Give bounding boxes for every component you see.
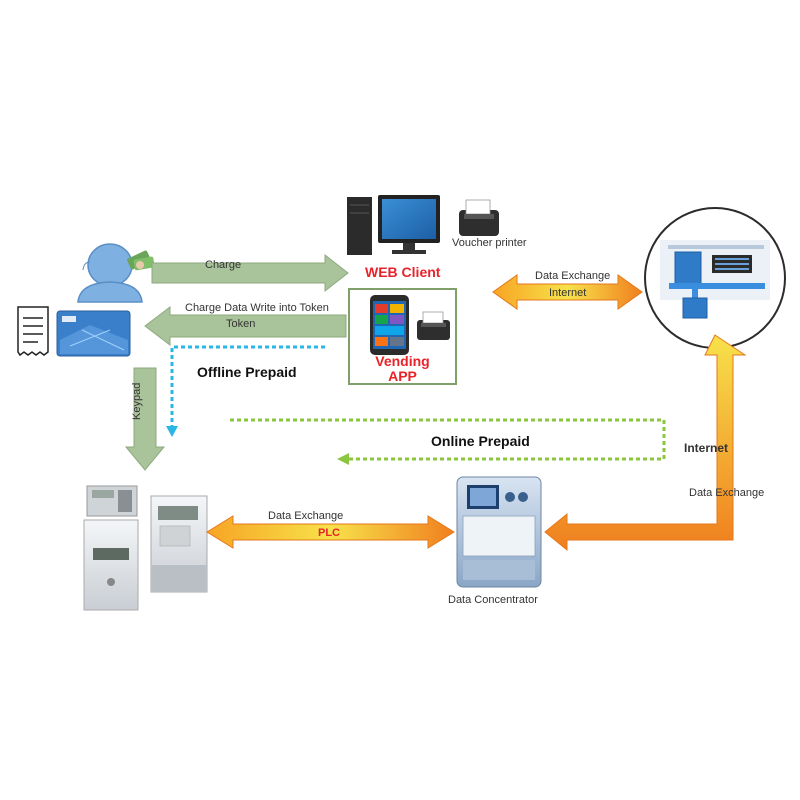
vending-app-label-line1: Vending [375,353,430,369]
data-exchange-top-label: Data Exchange [535,270,611,282]
voucher-printer-label: Voucher printer [452,237,527,249]
vending-app-label-line2: APP [388,368,417,384]
smart-meter-icon [150,495,208,593]
desktop-computer-icon [347,195,440,255]
charge-data-write-label: Charge Data Write into Token [185,302,329,314]
offline-prepaid-label: Offline Prepaid [197,364,297,380]
internet-top-label: Internet [549,287,587,299]
token-card-icon [56,310,131,357]
data-exchange-plc-label: Data Exchange [268,510,344,522]
voucher-printer-icon [459,199,499,236]
data-exchange-right-label: Data Exchange [689,487,765,499]
data-concentrator-label: Data Concentrator [448,594,538,606]
web-client-label: WEB Client [365,264,441,280]
internet-data-exchange-arrow [544,334,747,552]
smartphone-icon [370,295,409,355]
token-arrow [144,305,347,347]
plc-label: PLC [318,527,340,539]
data-exchange-internet-arrow [492,274,643,310]
receipt-icon [17,306,49,357]
keypad-meter-icon [83,485,139,611]
vending-printer-icon [417,311,450,340]
charge-arrow [151,253,349,293]
offline-prepaid-path [166,345,325,437]
data-concentrator-icon [456,476,542,588]
keypad-label: Keypad [131,382,143,420]
online-prepaid-label: Online Prepaid [431,433,530,449]
token-label: Token [226,318,256,330]
vending-app-label: Vending APP [349,354,456,384]
user-icon [77,243,143,303]
keypad-arrow [124,367,166,471]
data-exchange-plc-arrow [206,515,455,549]
cash-icon [127,250,155,271]
data-center-label: Data Center [690,319,750,331]
charge-label: Charge [205,259,242,271]
internet-right-label: Internet [684,441,729,455]
online-prepaid-path [230,418,666,465]
